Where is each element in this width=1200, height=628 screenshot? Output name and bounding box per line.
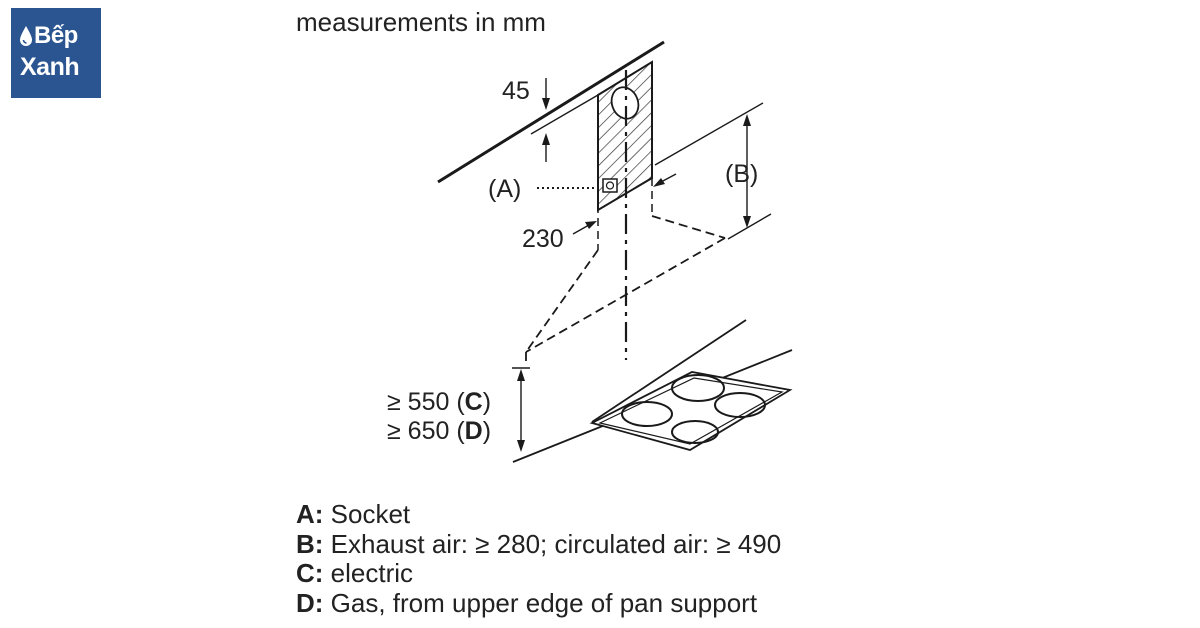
legend-key: B: <box>296 528 324 559</box>
ceiling-line <box>437 40 665 184</box>
legend-text: electric <box>330 558 414 588</box>
dim-45-arrow-top <box>542 98 550 110</box>
legend-key: C: <box>296 558 324 588</box>
legend-key: A: <box>296 499 324 529</box>
diagram-title: measurements in mm <box>296 7 546 37</box>
dim-230-label: 230 <box>522 225 564 253</box>
hood-outline <box>525 215 726 365</box>
dim-b-arrow-top <box>743 114 751 126</box>
dim-230-left-line <box>572 224 590 235</box>
dim-45-arrow-bottom <box>542 133 550 145</box>
dim-230-right-arrow <box>653 178 665 187</box>
dim-230-left-arrow <box>585 221 597 229</box>
dim-cd-arrow-top <box>517 369 525 381</box>
height-d-label: ≥ 650 (D) <box>387 416 491 446</box>
dim-230-right-line <box>660 173 677 183</box>
height-c-suffix: ) <box>482 388 492 416</box>
dim-45-extension <box>530 94 599 135</box>
legend-item-b: B: Exhaust air: ≥ 280; circulated air: ≥… <box>296 528 782 560</box>
duct-opening <box>610 86 640 120</box>
height-d-prefix: ≥ 650 ( <box>387 417 465 445</box>
legend-item-d: D: Gas, from upper edge of pan support <box>296 587 781 619</box>
marker-a-label: (A) <box>488 175 522 203</box>
height-c-prefix: ≥ 550 ( <box>387 388 465 416</box>
brand-logo: Bếp Xanh <box>11 8 101 98</box>
logo-line-1: Bếp <box>19 24 78 48</box>
legend-text: Gas, from upper edge of pan support <box>330 587 758 618</box>
dim-b-bottom-extension <box>727 213 772 240</box>
legend-item-c: C: electric <box>296 558 781 589</box>
dim-45-label: 45 <box>502 77 530 105</box>
logo-text-xanh: Xanh <box>20 53 80 81</box>
height-c-key: C <box>464 388 483 416</box>
logo-text-bep: Bếp <box>34 22 78 49</box>
legend-key: D: <box>296 587 324 618</box>
socket-icon <box>602 178 618 193</box>
height-c-label: ≥ 550 (C) <box>387 387 491 417</box>
water-drop-icon <box>20 26 32 46</box>
cooktop-icon <box>589 371 793 451</box>
marker-b-label: (B) <box>725 160 759 188</box>
height-d-key: D <box>464 417 483 445</box>
legend-text: Exhaust air: ≥ 280; circulated air: ≥ 49… <box>330 528 782 559</box>
dim-b-arrow-bottom <box>743 216 751 228</box>
legend-item-a: A: Socket <box>296 499 781 530</box>
height-d-suffix: ) <box>482 417 492 445</box>
dim-cd-arrow-bottom <box>517 440 525 452</box>
legend: A: Socket B: Exhaust air: ≥ 280; circula… <box>296 499 782 619</box>
legend-text: Socket <box>330 499 411 529</box>
dim-b-top-extension <box>654 102 764 166</box>
worktop-back-edge <box>591 319 747 423</box>
